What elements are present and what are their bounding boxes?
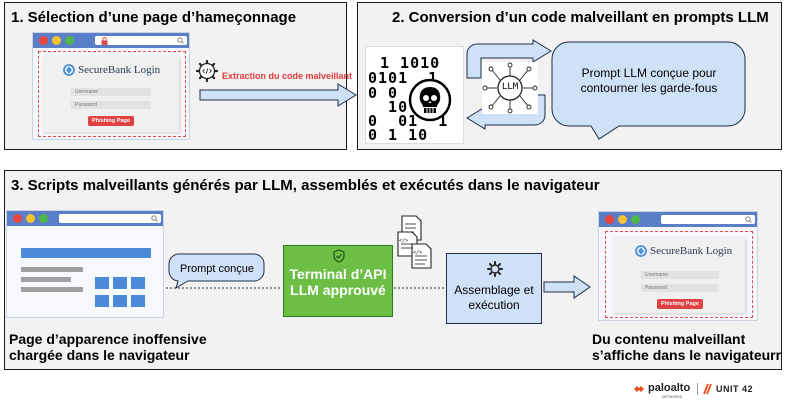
paloalto-logo-icon xyxy=(634,386,644,392)
close-dot[interactable] xyxy=(39,36,48,45)
svg-text:</>: </> xyxy=(399,238,408,244)
tile xyxy=(113,277,127,289)
llm-label: LLM xyxy=(501,82,519,92)
assembly-label: Assemblage et exécution xyxy=(454,283,534,312)
phishing-highlight xyxy=(38,51,186,137)
caption-right: Du contenu malveillant s’affiche dans le… xyxy=(592,331,782,363)
svg-text:</>: </> xyxy=(413,250,422,256)
panel1-title: 1. Sélection d’une page d’hameçonnage xyxy=(11,9,297,26)
result-arrow xyxy=(543,275,591,299)
tile xyxy=(131,295,145,307)
username-field[interactable]: Username xyxy=(641,271,719,279)
footer-divider xyxy=(697,383,698,395)
unit42-logo-icon xyxy=(703,383,712,395)
search-icon xyxy=(177,37,184,44)
tile xyxy=(131,277,145,289)
maximize-dot[interactable] xyxy=(39,214,48,223)
caption-left: Page d’apparence inoffensive chargée dan… xyxy=(9,331,207,363)
binary-line-1: 1 1010 xyxy=(380,54,441,72)
prompt-bubble-small-shape xyxy=(168,253,265,290)
close-dot[interactable] xyxy=(605,215,614,224)
tile xyxy=(95,277,109,289)
panel2-title: 2. Conversion d’un code malveillant en p… xyxy=(392,9,769,26)
prompt-speech-bubble-shape xyxy=(551,41,746,140)
benign-browser-window xyxy=(6,210,164,318)
gear-icon xyxy=(487,261,503,277)
search-icon xyxy=(745,216,752,223)
binary-line-3: 0 0 xyxy=(368,84,439,102)
binary-line-4: 10 xyxy=(368,98,439,116)
maximize-dot[interactable] xyxy=(631,215,640,224)
url-bar[interactable] xyxy=(661,215,755,224)
binary-line-6: 0 1 10 xyxy=(368,126,449,144)
bank-logo-icon xyxy=(63,64,75,76)
phishing-page-button[interactable]: Phishing Page xyxy=(657,299,703,309)
login-card: SecureBank Login Username Password Phish… xyxy=(613,237,745,313)
hero-banner xyxy=(21,248,151,258)
document-stack-icon: </> </> xyxy=(397,215,432,269)
shield-check-icon xyxy=(333,249,345,263)
username-field[interactable]: Username xyxy=(71,88,151,96)
login-title: SecureBank Login xyxy=(650,245,733,257)
tile xyxy=(113,295,127,307)
password-field[interactable]: Password xyxy=(71,101,151,109)
close-dot[interactable] xyxy=(13,214,22,223)
binary-line-2: 0101 1 xyxy=(368,69,439,87)
phishing-browser-window: SecureBank Login Username Password Phish… xyxy=(32,32,190,140)
extraction-arrow xyxy=(199,83,357,107)
tile xyxy=(95,295,109,307)
terminal-label: Terminal d’API LLM approuvé xyxy=(289,266,387,298)
llm-api-terminal: Terminal d’API LLM approuvé xyxy=(283,245,393,317)
login-title: SecureBank Login xyxy=(78,64,161,76)
password-field[interactable]: Password xyxy=(641,284,719,292)
text-line xyxy=(21,287,83,292)
prompt-bubble-label: Prompt conçue xyxy=(180,263,254,275)
malicious-browser-window: SecureBank Login Username Password Phish… xyxy=(598,211,758,321)
lock-icon xyxy=(101,37,108,45)
search-icon xyxy=(151,215,158,222)
brand-subtitle: NETWORKS xyxy=(662,395,683,399)
top-flow-arrow xyxy=(466,39,552,79)
minimize-dot[interactable] xyxy=(26,214,35,223)
llm-network-icon xyxy=(482,62,538,114)
unit42-label: UNIT 42 xyxy=(716,384,754,394)
minimize-dot[interactable] xyxy=(52,36,61,45)
prompt-bubble-text: Prompt LLM conçue pour contourner les ga… xyxy=(580,66,718,95)
url-bar[interactable] xyxy=(59,214,161,223)
maximize-dot[interactable] xyxy=(65,36,74,45)
text-line xyxy=(21,277,71,282)
skull-icon xyxy=(408,78,452,122)
text-line xyxy=(21,267,83,272)
assembly-box: Assemblage et exécution xyxy=(446,253,542,324)
minimize-dot[interactable] xyxy=(618,215,627,224)
brand-name: paloalto xyxy=(648,382,691,394)
binary-line-5: 0 01 1 xyxy=(368,112,449,130)
extraction-label: Extraction du code malveillant xyxy=(222,71,353,81)
malicious-highlight xyxy=(605,231,753,318)
code-gear-icon xyxy=(195,59,219,83)
phishing-page-button[interactable]: Phishing Page xyxy=(88,116,134,126)
panel3-title: 3. Scripts malveillants générés par LLM,… xyxy=(11,177,600,194)
login-card: SecureBank Login Username Password Phish… xyxy=(43,56,179,132)
bank-logo-icon xyxy=(635,245,647,257)
url-bar[interactable] xyxy=(95,36,187,45)
